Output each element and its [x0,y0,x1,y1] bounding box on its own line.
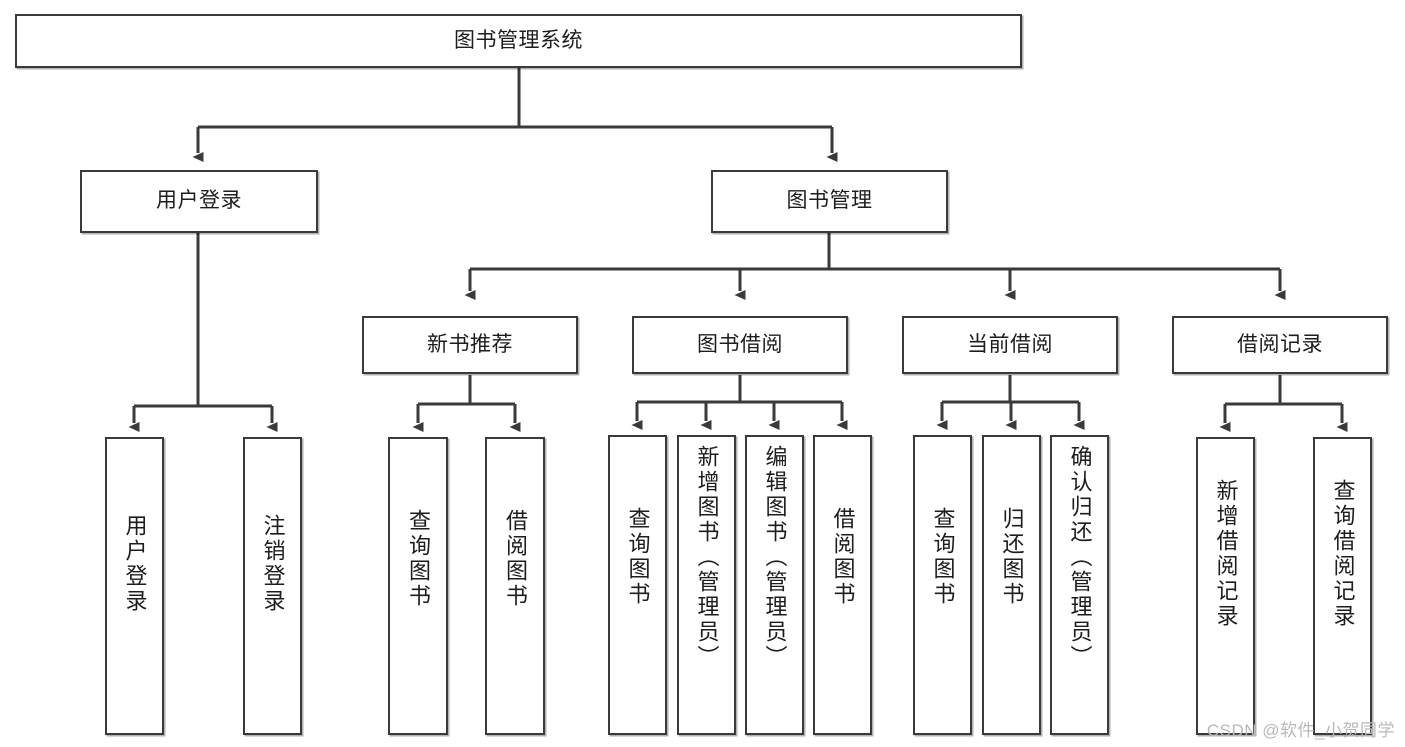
node-book-management-label: 图书管理 [786,189,873,213]
node-new-book-recommend[interactable]: 新书推荐 [362,316,578,374]
node-leaf-query-book-3[interactable]: 查询图书 [913,435,972,735]
node-leaf-logout-login-label: 注销登录 [260,514,286,614]
node-current-borrow[interactable]: 当前借阅 [902,316,1118,374]
node-leaf-borrow-book-2-label: 借阅图书 [830,507,856,607]
node-leaf-borrow-book-1-label: 借阅图书 [503,509,528,609]
node-leaf-add-book[interactable]: 新增图书（管理员） [677,435,736,735]
node-borrow-record-label: 借阅记录 [1237,332,1323,356]
node-leaf-query-book-3-label: 查询图书 [930,507,956,607]
node-leaf-add-record-label: 新增借阅记录 [1213,479,1239,629]
node-leaf-borrow-book-2[interactable]: 借阅图书 [813,435,872,735]
node-leaf-user-login[interactable]: 用户登录 [105,437,164,735]
node-leaf-query-book-2[interactable]: 查询图书 [608,435,667,735]
node-leaf-user-login-label: 用户登录 [122,514,148,614]
node-user-login-label: 用户登录 [156,189,242,213]
node-leaf-borrow-book-1[interactable]: 借阅图书 [485,437,545,735]
node-book-borrow[interactable]: 图书借阅 [632,316,848,374]
node-leaf-query-record[interactable]: 查询借阅记录 [1313,437,1372,735]
node-new-book-recommend-label: 新书推荐 [427,332,513,356]
node-leaf-query-book-1[interactable]: 查询图书 [388,437,448,735]
node-leaf-return-book-label: 归还图书 [999,507,1025,607]
node-leaf-add-book-label: 新增图书（管理员） [694,445,720,670]
node-leaf-logout-login[interactable]: 注销登录 [243,437,302,735]
node-root-label: 图书管理系统 [454,28,583,52]
node-book-borrow-label: 图书借阅 [697,332,783,356]
node-leaf-confirm-return-label: 确认归还（管理员） [1067,445,1093,670]
node-leaf-edit-book-label: 编辑图书（管理员） [762,445,788,670]
node-leaf-return-book[interactable]: 归还图书 [982,435,1041,735]
node-leaf-confirm-return[interactable]: 确认归还（管理员） [1050,435,1109,735]
node-leaf-query-book-1-label: 查询图书 [406,509,431,609]
node-leaf-query-book-2-label: 查询图书 [625,507,651,607]
node-borrow-record[interactable]: 借阅记录 [1172,316,1388,374]
node-leaf-add-record[interactable]: 新增借阅记录 [1196,437,1255,735]
node-user-login[interactable]: 用户登录 [80,170,318,233]
node-book-management[interactable]: 图书管理 [711,170,948,233]
node-root[interactable]: 图书管理系统 [15,14,1022,68]
node-leaf-query-record-label: 查询借阅记录 [1330,479,1356,629]
node-current-borrow-label: 当前借阅 [967,332,1053,356]
node-leaf-edit-book[interactable]: 编辑图书（管理员） [745,435,804,735]
